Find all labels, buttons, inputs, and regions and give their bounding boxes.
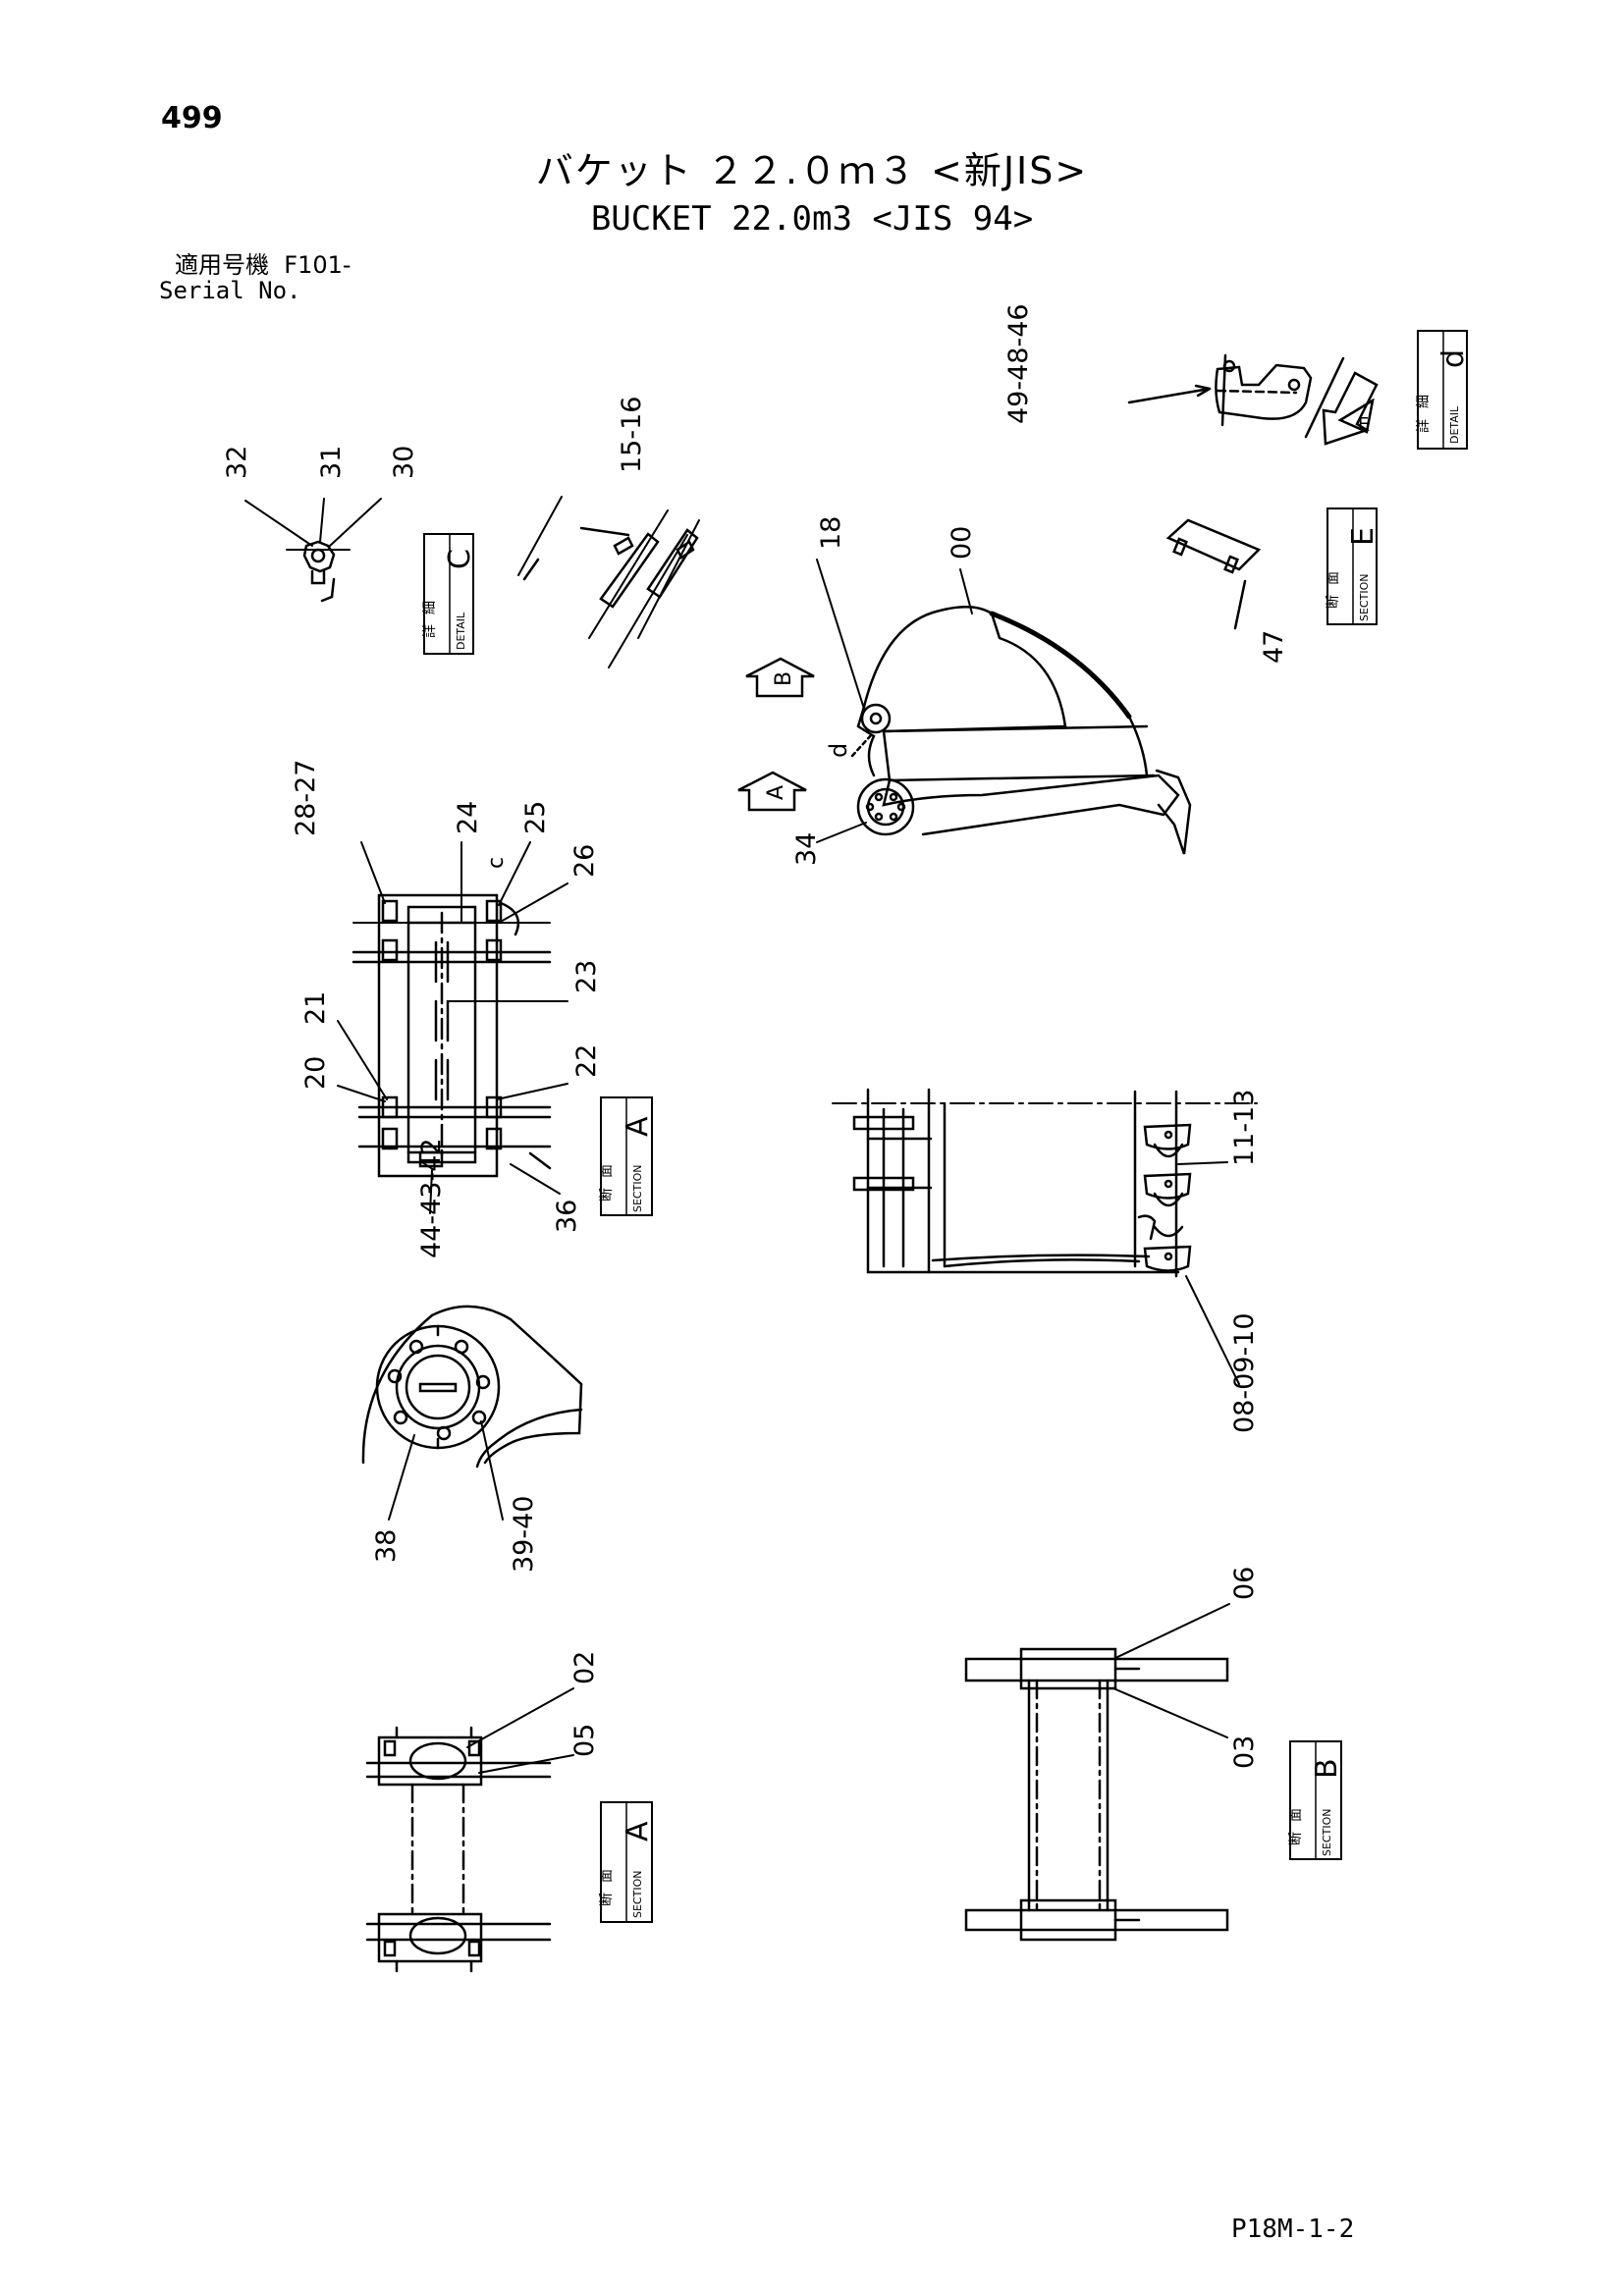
section-b-kanji-1: 断 <box>1288 1832 1304 1845</box>
callout-25: 25 <box>520 801 551 834</box>
section-b-kanji-2: 面 <box>1288 1808 1304 1822</box>
callout-00: 00 <box>947 526 977 560</box>
view-arrow-a: A <box>737 771 807 812</box>
section-a-upper-label: 断 面 SECTION A <box>599 1096 655 1216</box>
title-japanese: バケット ２２.０ｍ３ <新JIS> <box>535 149 1089 192</box>
section-a-upper-word: SECTION <box>631 1165 644 1212</box>
callout-47: 47 <box>1259 630 1289 664</box>
callout-49-48-46: 49-48-46 <box>1003 303 1034 424</box>
detail-c-drawing <box>244 498 382 603</box>
detail-c-letter: C <box>443 549 477 569</box>
callout-11-13: 11-13 <box>1229 1090 1260 1166</box>
callout-15-16: 15-16 <box>617 397 647 473</box>
section-e-drawing <box>1165 518 1262 630</box>
callout-36: 36 <box>552 1200 582 1233</box>
detail-d-label: 詳 細 DETAIL d <box>1416 330 1471 450</box>
callout-23: 23 <box>571 960 602 993</box>
page-number: 499 <box>161 101 223 135</box>
section-a-lower-kanji-1: 断 <box>599 1893 615 1906</box>
callout-02: 02 <box>569 1651 600 1684</box>
section-e-letter: E <box>1346 527 1380 546</box>
section-a-upper-letter: A <box>621 1116 655 1137</box>
view-arrow-e-letter: E <box>1358 414 1369 435</box>
section-b-drawing <box>964 1647 1229 1942</box>
section-a-lower-drawing <box>365 1726 552 1973</box>
callout-letter-d: d <box>825 743 852 758</box>
callout-05: 05 <box>569 1724 600 1757</box>
callout-21: 21 <box>300 991 331 1025</box>
section-e-label: 断 面 SECTION E <box>1326 507 1380 625</box>
detail-d-letter: d <box>1436 349 1471 368</box>
callout-24: 24 <box>453 801 483 834</box>
callout-34: 34 <box>791 832 822 866</box>
bucket-side-view <box>850 606 1192 855</box>
callout-20: 20 <box>300 1056 331 1090</box>
section-e-word: SECTION <box>1358 574 1371 621</box>
callout-39-40: 39-40 <box>509 1496 539 1573</box>
section-a-upper-kanji-2: 面 <box>599 1164 615 1178</box>
section-a-upper-drawing <box>352 893 552 1178</box>
detail-d-kanji-2: 細 <box>1416 395 1432 408</box>
callout-letter-c: c <box>484 857 509 869</box>
callout-31: 31 <box>316 446 347 479</box>
detail-c-label: 詳 細 DETAIL C <box>422 533 477 655</box>
view-arrow-a-letter: A <box>764 785 788 800</box>
callout-38: 38 <box>371 1529 402 1563</box>
view-arrow-b-letter: B <box>772 671 796 686</box>
section-b-letter: B <box>1310 1758 1344 1779</box>
callout-30: 30 <box>389 446 419 479</box>
bucket-front-view <box>832 1088 1258 1278</box>
callout-26: 26 <box>569 844 600 878</box>
section-a-lower-word: SECTION <box>631 1871 644 1918</box>
detail-d-word: DETAIL <box>1448 405 1461 444</box>
serial-value: F101- <box>284 251 352 279</box>
detail-c-kanji-2: 細 <box>422 601 438 614</box>
section-a-upper-kanji-1: 断 <box>599 1188 615 1201</box>
section-a-lower-kanji-2: 面 <box>599 1869 615 1883</box>
callout-22: 22 <box>571 1044 602 1078</box>
section-e-kanji-1: 断 <box>1326 595 1341 609</box>
section-e-kanji-2: 面 <box>1326 571 1341 585</box>
callout-32: 32 <box>222 446 252 479</box>
callout-28-27: 28-27 <box>291 760 321 836</box>
section-b-label: 断 面 SECTION B <box>1288 1740 1344 1860</box>
title-english: BUCKET 22.0m3 <JIS 94> <box>590 199 1034 239</box>
detail-c-kanji-1: 詳 <box>422 624 438 638</box>
callout-18: 18 <box>816 516 846 550</box>
callout-06: 06 <box>1229 1567 1260 1600</box>
detail-c-word: DETAIL <box>455 612 467 650</box>
document-code: P18M-1-2 <box>1231 2215 1355 2244</box>
callout-03: 03 <box>1229 1735 1260 1769</box>
teeth-side-view <box>517 496 700 668</box>
section-a-lower-letter: A <box>621 1821 655 1842</box>
view-arrow-e: E <box>1337 398 1375 435</box>
serial-label: 適用号機 <box>175 251 269 279</box>
pin-end-view <box>361 1305 583 1468</box>
serial-label-japanese: 適用号機 F101- <box>175 253 352 277</box>
detail-d-kanji-1: 詳 <box>1416 419 1432 433</box>
section-b-word: SECTION <box>1321 1809 1333 1856</box>
view-arrow-b: B <box>745 657 815 698</box>
section-a-lower-label: 断 面 SECTION A <box>599 1801 655 1923</box>
detail-d-drawing <box>1127 353 1379 446</box>
serial-label-english: Serial No. <box>159 277 301 304</box>
